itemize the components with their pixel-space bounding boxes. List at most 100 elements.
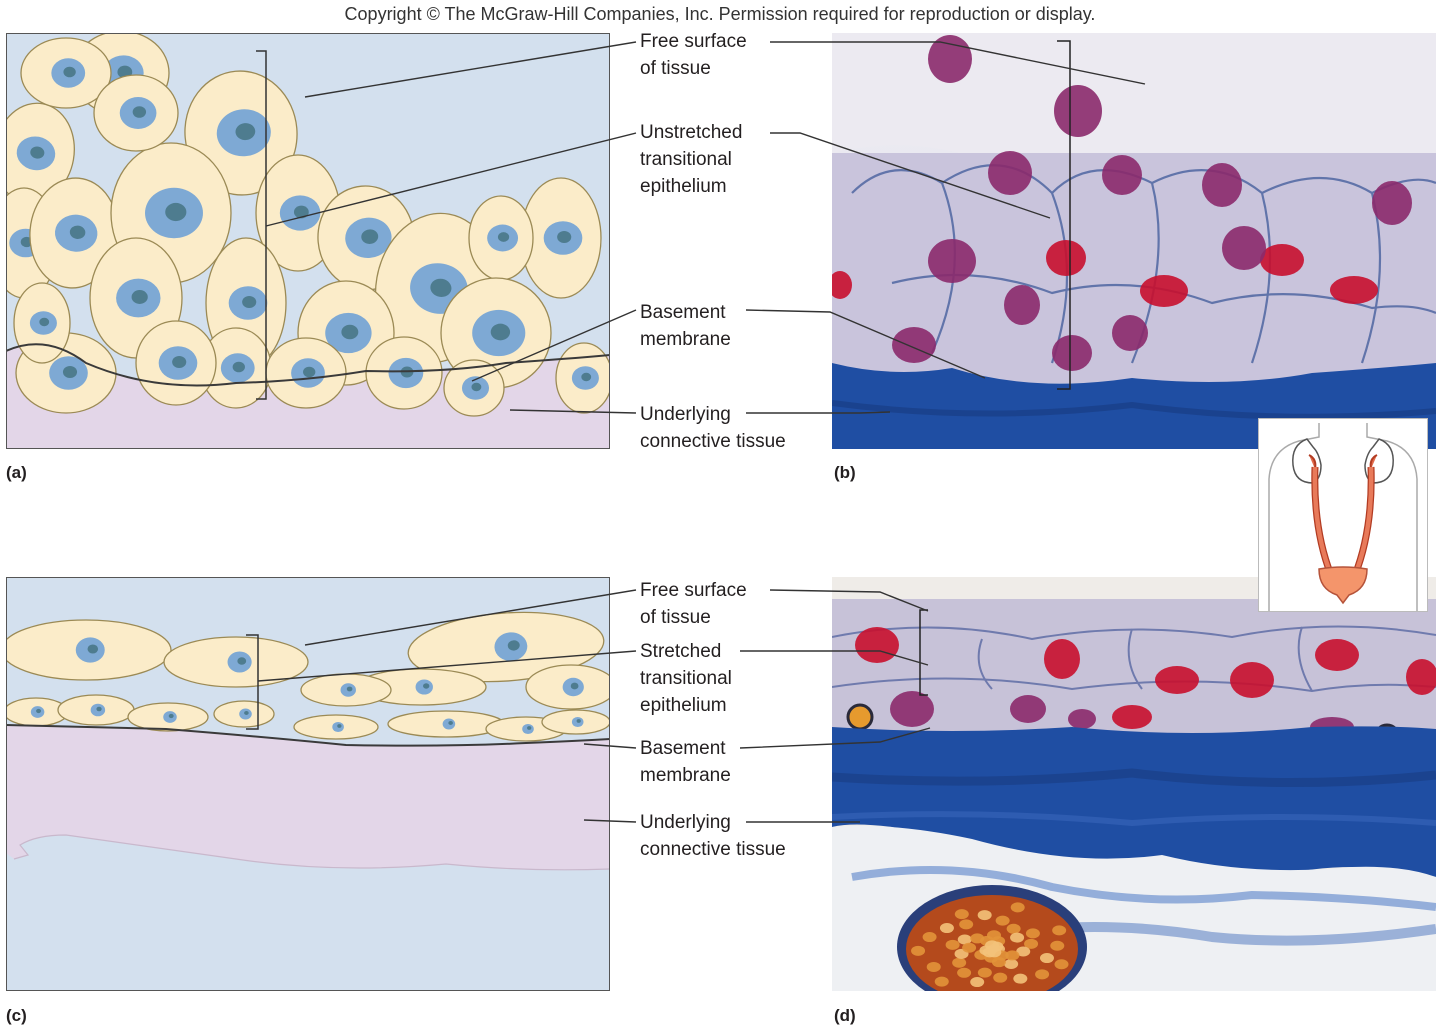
nucleolus	[570, 682, 579, 690]
panel-label-a: (a)	[6, 463, 27, 482]
micrograph-nucleus	[988, 151, 1032, 195]
micrograph-nucleus	[1260, 244, 1304, 276]
micrograph-nucleus	[1010, 695, 1046, 723]
cell-membrane	[977, 638, 993, 690]
nucleolus	[165, 202, 187, 222]
panel-label-b: (b)	[834, 463, 856, 482]
red-blood-cell	[1052, 925, 1067, 936]
nucleolus	[293, 205, 309, 219]
nucleolus	[430, 278, 452, 297]
panel-label-d: (d)	[834, 1006, 856, 1025]
nucleolus	[36, 708, 42, 714]
stretched-epithelium-drawing	[6, 577, 610, 991]
stretched-epithelium-micrograph	[832, 577, 1436, 991]
nucleolus	[87, 644, 99, 654]
epithelial-cell	[468, 195, 534, 281]
micrograph-nucleus	[1054, 85, 1102, 137]
micrograph-nucleus	[1140, 275, 1188, 307]
red-blood-cell	[977, 967, 992, 978]
cell-membrane	[1151, 169, 1272, 364]
nucleolus	[557, 230, 572, 244]
nucleolus	[341, 324, 359, 340]
red-blood-cell	[977, 910, 992, 921]
nucleolus	[423, 683, 430, 689]
red-blood-cell	[1054, 959, 1069, 970]
red-blood-cell	[922, 932, 937, 943]
nucleolus	[448, 721, 453, 725]
nucleolus	[62, 365, 78, 379]
panel-label-c: (c)	[6, 1006, 27, 1025]
red-blood-cell	[954, 909, 969, 920]
red-blood-cell	[1039, 953, 1054, 964]
nucleolus	[576, 719, 581, 723]
epithelial-cell	[20, 37, 112, 109]
epithelial-cell	[127, 702, 209, 732]
red-blood-cell	[1016, 946, 1031, 957]
micrograph-nucleus	[1004, 285, 1040, 325]
nucleolus	[242, 295, 257, 309]
nucleolus	[168, 713, 174, 719]
nucleolus	[232, 361, 245, 373]
red-blood-cell	[987, 947, 1002, 958]
epithelial-cell	[387, 710, 505, 738]
red-blood-cell	[1013, 973, 1028, 984]
micrograph-nucleus	[1052, 335, 1092, 371]
epithelial-cell	[213, 700, 275, 728]
epithelial-cell	[135, 320, 217, 406]
nucleolus	[172, 355, 187, 369]
red-blood-cell	[995, 915, 1010, 926]
epithelial-cell	[6, 619, 172, 681]
red-blood-cell	[911, 945, 926, 956]
micrograph-nucleus	[1068, 709, 1096, 729]
nucleolus	[69, 225, 86, 239]
red-blood-cell	[952, 957, 967, 968]
epithelial-cell	[365, 336, 443, 410]
organ-inset	[1258, 418, 1428, 612]
red-blood-cell	[1024, 938, 1039, 949]
urinary-system-icon	[1268, 423, 1418, 611]
micrograph-nucleus	[1330, 276, 1378, 304]
cell-membrane	[1297, 626, 1313, 692]
micrograph-nucleus	[1202, 163, 1242, 207]
cell-membrane	[1127, 628, 1143, 690]
copyright-notice: Copyright © The McGraw-Hill Companies, I…	[344, 4, 1096, 24]
red-blood-cell	[1005, 950, 1020, 961]
red-blood-cell	[945, 939, 960, 950]
nucleolus	[237, 657, 247, 665]
red-blood-cell	[957, 967, 972, 978]
epithelial-cell	[300, 673, 392, 707]
epithelial-cell	[555, 342, 610, 414]
micrograph-nucleus	[1112, 315, 1148, 351]
unstretched-epithelium-drawing	[6, 33, 610, 449]
nucleolus	[30, 146, 45, 159]
micrograph-nucleus	[1102, 155, 1142, 195]
nucleolus	[497, 232, 510, 242]
red-blood-cell	[1006, 923, 1021, 934]
micrograph-nucleus	[1155, 666, 1199, 694]
panel-a-drawing	[6, 33, 610, 449]
nucleolus	[471, 382, 482, 392]
nucleolus	[131, 290, 148, 304]
epithelial-cell	[265, 337, 347, 409]
micrograph-nucleus	[890, 691, 934, 727]
nucleolus	[346, 686, 353, 692]
red-blood-cell	[957, 934, 972, 945]
micrograph-nucleus	[1315, 639, 1359, 671]
micrograph-nucleus	[1112, 705, 1152, 729]
panel-d-micrograph	[832, 577, 1436, 991]
panel-b-micrograph	[832, 33, 1436, 449]
nucleolus	[39, 317, 50, 327]
micrograph-nucleus	[1046, 240, 1086, 276]
red-blood-cell	[1010, 932, 1025, 943]
epithelial-cell	[93, 74, 179, 152]
epithelial-cell	[293, 714, 379, 740]
red-blood-cell	[926, 961, 941, 972]
micrograph-nucleus	[1222, 226, 1266, 270]
micrograph-nucleus	[855, 627, 899, 663]
epithelial-cell	[163, 636, 309, 688]
blood-cell	[846, 703, 874, 731]
